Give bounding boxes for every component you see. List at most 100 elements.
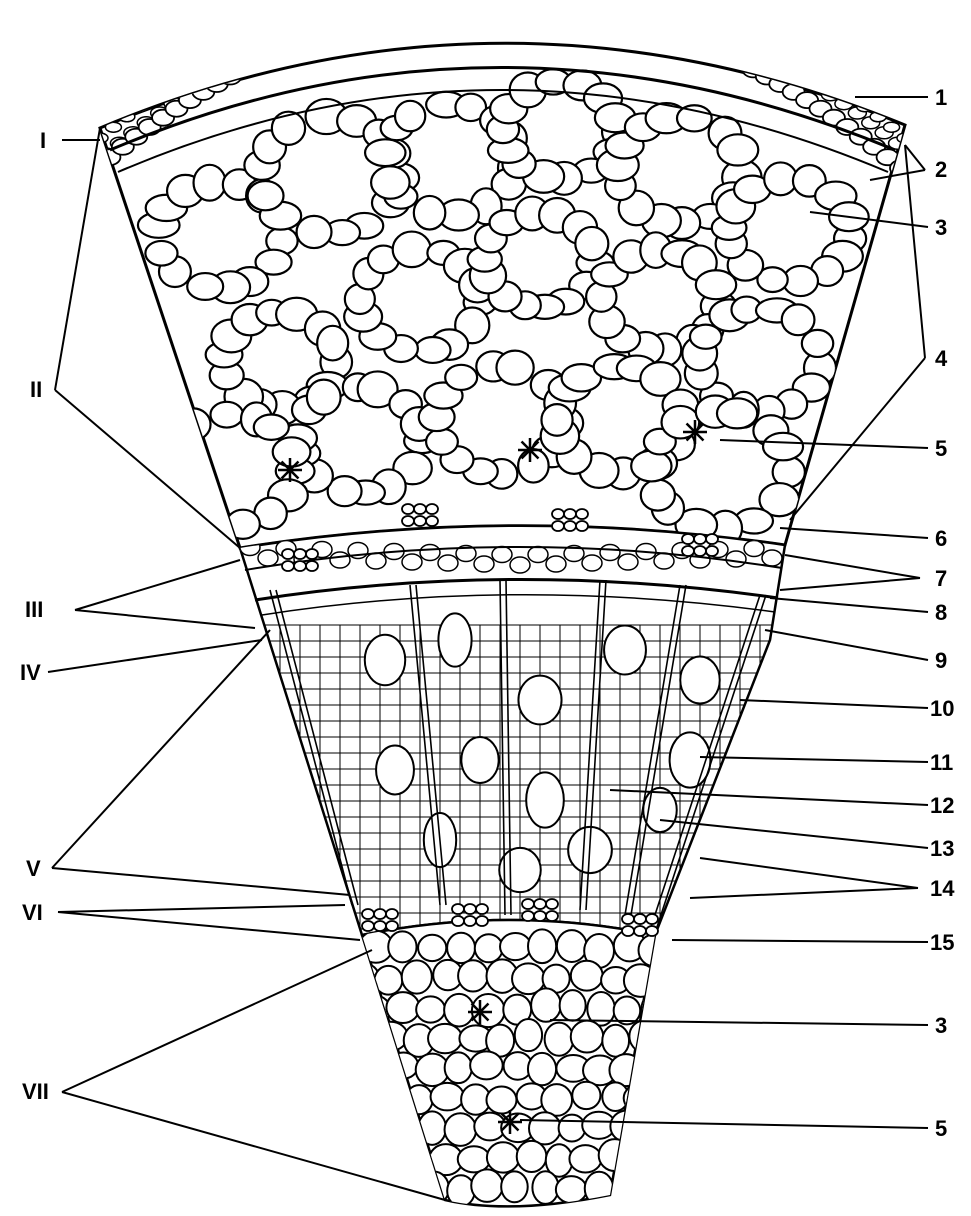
cell: [694, 534, 706, 544]
stele-cell: [720, 833, 740, 849]
cell: [414, 504, 426, 514]
cell: [702, 42, 724, 58]
stele-cell: [780, 801, 800, 817]
cell: [390, 1109, 417, 1142]
stele-cell: [760, 689, 780, 705]
cell: [817, 74, 833, 84]
cell: [517, 1141, 547, 1172]
cell: [717, 134, 758, 165]
cell: [526, 772, 564, 827]
stele-cell: [300, 801, 320, 817]
cell: [312, 19, 330, 31]
cell: [557, 930, 587, 962]
cell: [476, 904, 488, 914]
cell: [470, 1051, 503, 1079]
cell: [358, 1171, 392, 1202]
cell: [528, 929, 556, 963]
cell: [371, 166, 409, 198]
stele-cell: [700, 929, 720, 945]
label-8: 8: [935, 600, 947, 625]
stele-cell: [760, 753, 780, 769]
cell: [795, 72, 813, 84]
stele-cell: [720, 865, 740, 881]
stele-cell: [720, 913, 740, 929]
label-I: I: [40, 128, 46, 153]
cell: [426, 429, 458, 455]
cell: [575, 227, 608, 260]
cell: [768, 57, 786, 69]
stele-cell: [300, 913, 320, 929]
cell: [600, 545, 620, 561]
cell: [213, 49, 229, 59]
pith-cells: [346, 929, 670, 1206]
cell: [293, 10, 309, 20]
cell: [642, 1114, 669, 1141]
cell: [763, 42, 779, 52]
cell: [380, 7, 402, 23]
stele-cell: [760, 769, 780, 785]
stele-cell: [780, 849, 800, 865]
cell: [675, 31, 697, 47]
cell: [595, 7, 617, 23]
cell: [475, 934, 503, 962]
cell: [492, 547, 512, 563]
stele-cell: [260, 913, 280, 929]
cell: [445, 1052, 472, 1083]
stele-cell: [760, 897, 780, 913]
cell: [607, 0, 625, 7]
cell: [325, 14, 343, 26]
cell: [754, 49, 772, 61]
cell: [569, 1145, 601, 1172]
stele-cell: [320, 865, 340, 881]
stele-cell: [740, 737, 760, 753]
cell: [348, 1085, 379, 1113]
stele-cell: [740, 785, 760, 801]
cell: [461, 0, 483, 12]
cell: [541, 1084, 572, 1116]
stele-cell: [700, 865, 720, 881]
stele-cell: [300, 817, 320, 833]
cell: [145, 241, 177, 266]
star-crystal-cell: [468, 1000, 492, 1024]
stele-cell: [780, 657, 800, 673]
cell: [541, 0, 563, 14]
cell: [327, 22, 349, 38]
cell: [500, 933, 531, 960]
cell: [472, 994, 505, 1027]
cell: [499, 848, 540, 892]
stele-cell: [740, 929, 760, 945]
cell: [471, 1169, 503, 1202]
cell: [763, 433, 803, 461]
stele-cell: [300, 849, 320, 865]
cell: [474, 0, 496, 12]
cell: [367, 10, 389, 26]
cell: [204, 72, 222, 84]
cell: [532, 1171, 558, 1204]
stele-cell: [260, 689, 280, 705]
cell: [593, 0, 611, 4]
stele-cell: [740, 833, 760, 849]
cell: [294, 549, 306, 559]
cell: [534, 899, 546, 909]
cell: [313, 26, 335, 42]
cell: [654, 553, 674, 569]
label-15: 15: [930, 930, 954, 955]
cell: [522, 911, 534, 921]
cell: [347, 1148, 378, 1174]
stele-cell: [680, 913, 700, 929]
label-1: 1: [935, 85, 947, 110]
cell: [360, 1053, 393, 1083]
stele-cell: [740, 721, 760, 737]
cell: [248, 181, 284, 210]
cell: [514, 0, 536, 12]
cell: [602, 1025, 629, 1057]
stele-cell: [760, 849, 780, 865]
cell: [374, 1022, 408, 1051]
cell: [419, 0, 437, 2]
cell: [194, 165, 226, 201]
cell: [187, 273, 223, 300]
cell: [627, 1145, 654, 1173]
cell: [803, 65, 819, 75]
stele-cell: [720, 881, 740, 897]
cell: [662, 26, 684, 42]
